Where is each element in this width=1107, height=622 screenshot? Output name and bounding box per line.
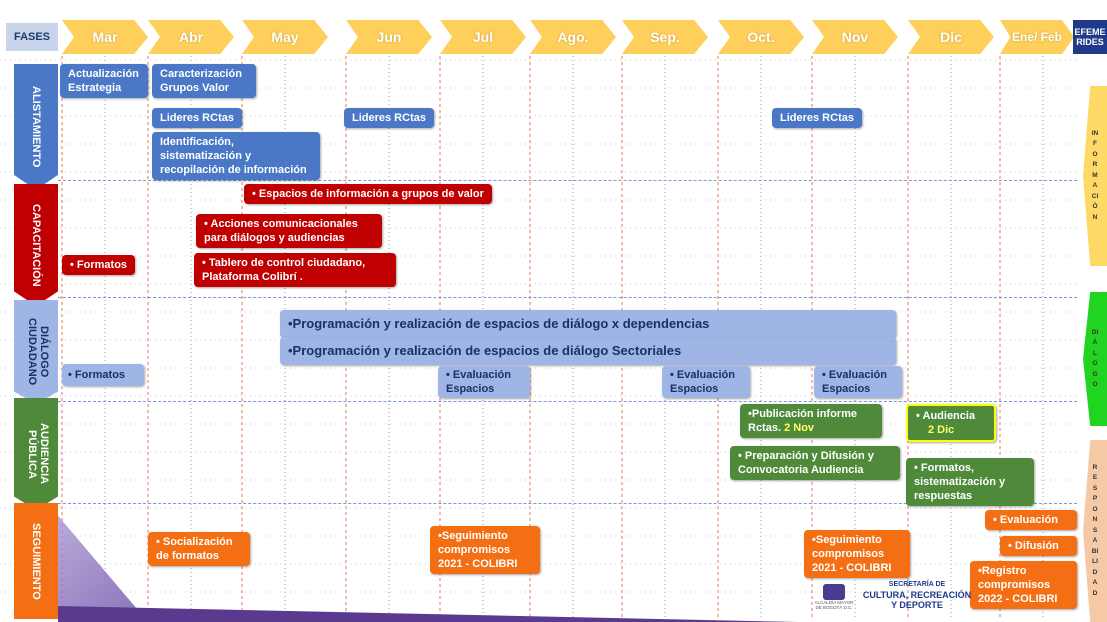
task-evaluacion-seguimiento: • Evaluación (985, 510, 1077, 530)
month-5: Ago. (530, 20, 616, 54)
task-formatos-capacitacion: • Formatos (62, 255, 136, 275)
month-4: Jul (440, 20, 526, 54)
task-publicacion-informe: •Publicación informe Rctas. 2 Nov (740, 404, 882, 438)
side-label-responsabilidad: RESPONSABILIDAD (1083, 440, 1107, 622)
task-espacios-informacion: • Espacios de información a grupos de va… (244, 184, 492, 204)
month-0: Mar (62, 20, 148, 54)
task-tablero-control: • Tablero de control ciudadano, Platafor… (194, 253, 396, 287)
month-9: Dic (908, 20, 994, 54)
alcaldia-logo: ALCALDÍA MAYOR DE BOGOTÁ D.C. (814, 584, 854, 618)
separator (58, 297, 1077, 298)
fases-label: FASES (6, 23, 58, 51)
task-lideres-jun: Lideres RCtas (344, 108, 434, 128)
separator (58, 401, 1077, 402)
task-caracterizacion: Caracterización Grupos Valor (152, 64, 256, 98)
efemerides-label: EFEME RIDES (1073, 20, 1107, 54)
month-6: Sep. (622, 20, 708, 54)
phase-capacitacion: CAPACITACIÓN (14, 184, 58, 306)
month-7: Oct. (718, 20, 804, 54)
task-socializacion-formatos: • Socialización de formatos (148, 532, 250, 566)
separator (58, 503, 1077, 504)
task-programacion-dependencias: •Programación y realización de espacios … (280, 310, 896, 338)
phase-alistamiento: ALISTAMIENTO (14, 64, 58, 190)
task-identificacion: Identificación, sistematización y recopi… (152, 132, 320, 180)
month-8: Nov (812, 20, 898, 54)
task-registro-compromisos: •Registro compromisos 2022 - COLIBRI (970, 561, 1077, 609)
publicacion-label: •Publicación informe Rctas. (748, 408, 857, 434)
task-preparacion-difusion: • Preparación y Difusión y Convocatoria … (730, 446, 900, 480)
audiencia-date: 2 Dic (928, 424, 955, 436)
shield-icon (823, 584, 845, 600)
task-seguimiento-nov: •Seguimiento compromisos 2021 - COLIBRI (804, 530, 910, 578)
audiencia-label: • Audiencia (916, 410, 976, 422)
decorative-wedge (58, 515, 148, 622)
task-programacion-sectoriales: •Programación y realización de espacios … (280, 337, 896, 365)
task-evaluacion-sep: • Evaluación Espacios (662, 366, 750, 398)
side-label-informacion: INFORMACIÓN (1083, 86, 1107, 266)
task-formatos-dialogo: • Formatos (62, 364, 144, 386)
task-difusion: • Difusión (1000, 536, 1077, 556)
task-formatos-audiencia: • Formatos, sistematización y respuestas (906, 458, 1034, 506)
side-label-dialogo: DIÁLOGO (1083, 292, 1107, 426)
month-2: May (242, 20, 328, 54)
task-audiencia: • Audiencia 2 Dic (906, 404, 996, 442)
phase-dialogo-ciudadano: DIÁLOGO CIUDADANO (14, 300, 58, 404)
task-lideres-abr: Lideres RCtas (152, 108, 242, 128)
phase-seguimiento: SEGUIMIENTO (14, 503, 58, 619)
phase-audiencia-publica: AUDIENCIA PÚBLICA (14, 398, 58, 510)
secretaria-logo: SECRETARÍA DE CULTURA, RECREACIÓN Y DEPO… (862, 581, 972, 610)
month-1: Abr (148, 20, 234, 54)
month-10: Ene/ Feb (1000, 20, 1074, 54)
task-acciones-comunicacionales: • Acciones comunicacionales para diálogo… (196, 214, 382, 248)
task-seguimiento-jul: •Seguimiento compromisos 2021 - COLIBRI (430, 526, 540, 574)
task-evaluacion-jul: • Evaluación Espacios (438, 366, 530, 398)
month-3: Jun (346, 20, 432, 54)
task-lideres-oct: Lideres RCtas (772, 108, 862, 128)
separator (58, 180, 1077, 181)
decorative-band (58, 606, 798, 622)
publicacion-date: 2 Nov (784, 422, 815, 434)
task-actualizacion-estrategia: Actualización Estrategia (60, 64, 148, 98)
task-evaluacion-nov: • Evaluación Espacios (814, 366, 902, 398)
